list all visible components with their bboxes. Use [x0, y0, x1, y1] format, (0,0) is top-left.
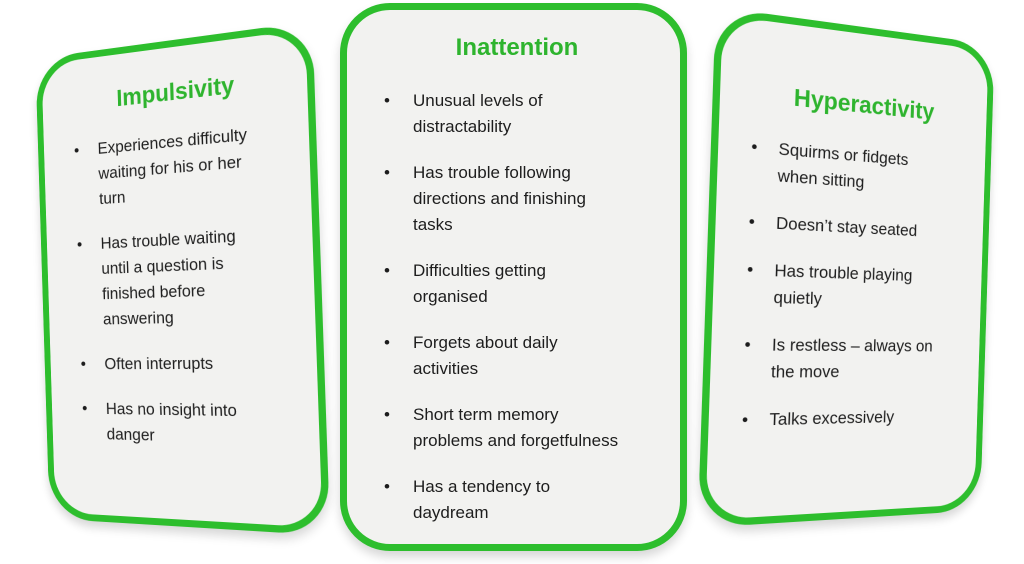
list-item: • Has trouble playing quietly	[744, 256, 967, 315]
list-item-text: Talks excessively	[769, 407, 895, 430]
list-item: • Has trouble waiting until a question i…	[75, 220, 295, 333]
symptom-list: • Squirms or fidgets when sitting • Does…	[739, 134, 970, 435]
bullet-icon: •	[384, 163, 390, 182]
bullet-icon: •	[384, 333, 390, 352]
list-item-text: Often interrupts	[104, 353, 214, 374]
bullet-icon: •	[384, 477, 390, 496]
card-title: Inattention	[455, 34, 579, 61]
list-item-text: Has no insight into danger	[105, 399, 238, 445]
symptom-list: • Unusual levels of distractability • Ha…	[382, 88, 652, 526]
list-item: • Squirms or fidgets when sitting	[748, 134, 970, 203]
list-item-text: Has trouble waiting until a question is …	[100, 226, 236, 329]
bullet-icon: •	[80, 354, 87, 374]
card-inattention: Inattention • Unusual levels of distract…	[340, 3, 687, 551]
list-item-text: Has a tendency to daydream	[413, 477, 551, 522]
bullet-icon: •	[384, 261, 390, 280]
bullet-icon: •	[384, 405, 390, 424]
card-title: Impulsivity	[115, 71, 235, 113]
list-item-text: Has trouble following directions and fin…	[413, 163, 586, 234]
bullet-icon: •	[384, 91, 390, 110]
bullet-icon: •	[746, 259, 754, 280]
bullet-icon: •	[81, 399, 88, 418]
list-item-text: Unusual levels of distractability	[413, 91, 543, 136]
bullet-icon: •	[73, 141, 80, 160]
list-item: • Talks excessively	[739, 403, 962, 434]
list-item: • Often interrupts	[79, 350, 297, 377]
list-item: • Unusual levels of distractability	[382, 88, 652, 140]
symptom-list: • Experiences difficulty waiting for his…	[72, 118, 299, 453]
list-item-text: Difficulties getting organised	[413, 261, 546, 306]
list-item-text: Short term memory problems and forgetful…	[413, 405, 619, 450]
list-item-text: Forgets about daily activities	[413, 333, 558, 378]
card-hyperactivity: Hyperactivity • Squirms or fidgets when …	[697, 6, 995, 528]
list-item-text: Experiences difficulty waiting for his o…	[97, 124, 248, 209]
list-item: • Difficulties getting organised	[382, 258, 652, 310]
list-item: • Doesn’t stay seated	[746, 208, 968, 246]
list-item: • Short term memory problems and forgetf…	[382, 402, 652, 454]
list-item-text: Doesn’t stay seated	[775, 213, 918, 241]
bullet-icon: •	[751, 136, 758, 158]
bullet-icon: •	[741, 409, 749, 430]
list-item-text: Squirms or fidgets when sitting	[777, 139, 909, 192]
bullet-icon: •	[744, 334, 751, 355]
list-item-text: Has trouble playing quietly	[773, 260, 913, 309]
card-title: Hyperactivity	[793, 84, 935, 126]
list-item: • Has trouble following directions and f…	[382, 160, 652, 238]
list-item-text: Is restless – always on the move	[770, 335, 934, 382]
bullet-icon: •	[76, 235, 83, 254]
list-item: • Has no insight into danger	[80, 396, 299, 453]
list-item: • Forgets about daily activities	[382, 330, 652, 382]
bullet-icon: •	[748, 211, 756, 232]
list-item: • Experiences difficulty waiting for his…	[72, 118, 290, 214]
list-item: • Has a tendency to daydream	[382, 474, 652, 526]
list-item: • Is restless – always on the move	[741, 332, 964, 386]
card-impulsivity: Impulsivity • Experiences difficulty wai…	[35, 21, 331, 536]
